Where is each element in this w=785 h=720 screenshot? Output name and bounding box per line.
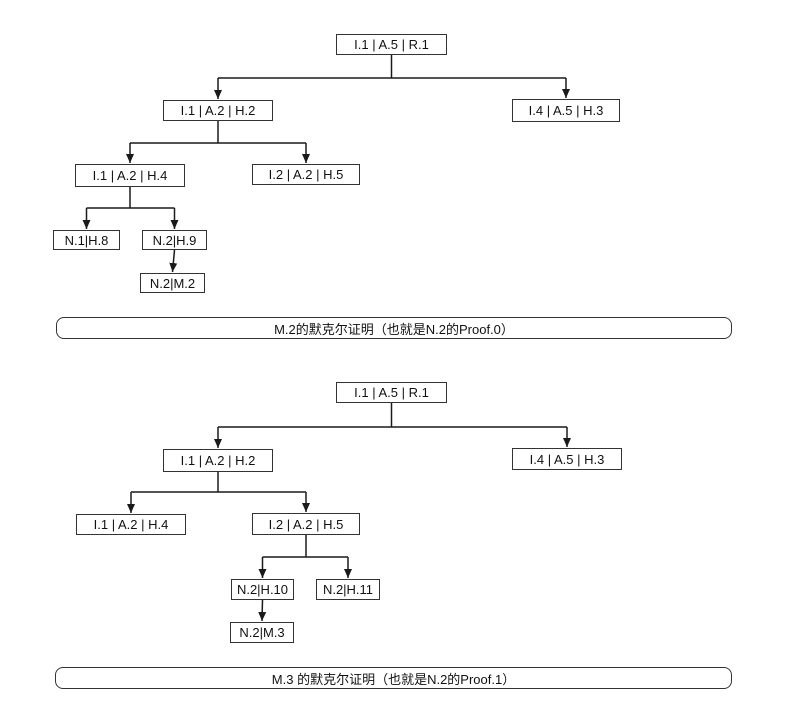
tree-node-merkle-proof-0-m2: N.2|M.2: [140, 273, 205, 293]
tree-node-merkle-proof-0-h9: N.2|H.9: [142, 230, 207, 250]
tree-node-merkle-proof-1-r: I.1 | A.5 | R.1: [336, 382, 447, 403]
tree-node-merkle-proof-0-h8: N.1|H.8: [53, 230, 120, 250]
tree-node-merkle-proof-1-h2: I.1 | A.2 | H.2: [163, 449, 273, 472]
tree-node-merkle-proof-0-r: I.1 | A.5 | R.1: [336, 34, 447, 55]
tree-node-merkle-proof-0-h3: I.4 | A.5 | H.3: [512, 99, 620, 122]
caption-proof-1: M.3 的默克尔证明（也就是N.2的Proof.1）: [55, 667, 732, 689]
tree-node-merkle-proof-1-m3: N.2|M.3: [230, 622, 294, 643]
tree-node-merkle-proof-1-h4: I.1 | A.2 | H.4: [76, 514, 186, 535]
tree-node-merkle-proof-1-h10: N.2|H.10: [231, 579, 294, 600]
caption-proof-0: M.2的默克尔证明（也就是N.2的Proof.0）: [56, 317, 732, 339]
tree-edge: [169, 249, 178, 273]
tree-node-merkle-proof-1-h3: I.4 | A.5 | H.3: [512, 448, 622, 470]
tree-node-merkle-proof-0-h4: I.1 | A.2 | H.4: [75, 164, 185, 187]
tree-node-merkle-proof-0-h2: I.1 | A.2 | H.2: [163, 100, 273, 121]
tree-edge: [258, 599, 267, 622]
tree-node-merkle-proof-0-h5: I.2 | A.2 | H.5: [252, 164, 360, 185]
tree-node-merkle-proof-1-h5: I.2 | A.2 | H.5: [252, 513, 360, 535]
tree-node-merkle-proof-1-h11: N.2|H.11: [316, 579, 380, 600]
